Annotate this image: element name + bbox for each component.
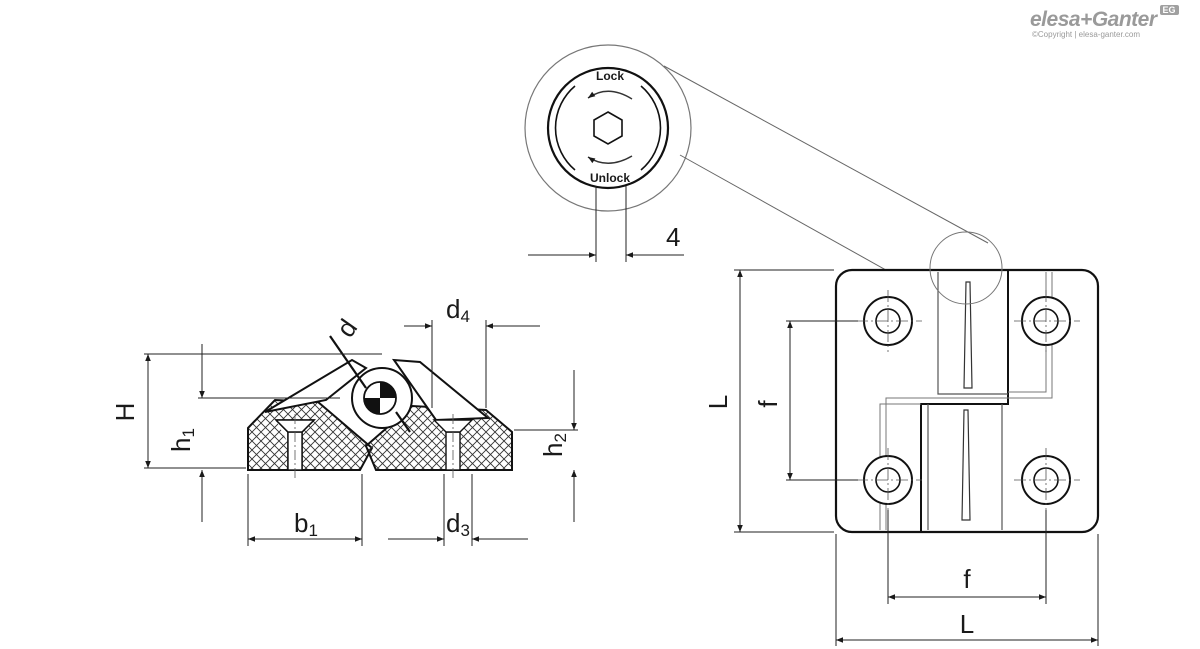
- detail-outer-circle: [524, 44, 692, 212]
- dimension-L-vertical-label: L: [703, 395, 733, 409]
- diameter-leader: [329, 335, 367, 389]
- dimension-d4-label: d: [446, 294, 460, 324]
- svg-text:d3: d3: [446, 508, 470, 540]
- lock-rotate-arrow-icon: [587, 90, 633, 100]
- brand-badge: EG: [1159, 5, 1179, 15]
- side-section-view: d H h1 h2 b1 d3 d4: [110, 294, 578, 546]
- knuckle-slot: [963, 281, 973, 389]
- dimension-h1-subscript: 1: [179, 428, 198, 437]
- copyright-text: ©Copyright | elesa-ganter.com: [1032, 30, 1141, 39]
- dimension-4-label: 4: [666, 222, 680, 252]
- svg-text:d4: d4: [446, 294, 470, 326]
- hinge-parting-line: [920, 270, 1009, 532]
- detail-slot-right: [640, 85, 662, 171]
- hex-socket-icon: [593, 111, 623, 145]
- diameter-leader: [395, 411, 411, 433]
- hinge-leaf-inner-edge: [937, 272, 1008, 395]
- dimension-h2-label: h: [538, 443, 568, 457]
- left-wing: [264, 358, 368, 413]
- dimension-d3-label: d: [446, 508, 460, 538]
- right-wing: [391, 358, 491, 422]
- dimension-h1-label: h: [166, 438, 196, 452]
- hinge-leaf-inner-edge: [927, 404, 1003, 530]
- detail-leader-line: [663, 65, 989, 244]
- dimension-d-label: d: [330, 314, 363, 343]
- unlock-rotate-arrow-icon: [587, 155, 633, 164]
- svg-text:b1: b1: [294, 508, 318, 540]
- hinge-pin-quadrant: [364, 398, 380, 414]
- front-view: L f f L: [703, 231, 1100, 646]
- svg-text:h1: h1: [166, 428, 198, 452]
- unlock-label: Unlock: [590, 171, 630, 185]
- lock-detail-view: Lock Unlock 4: [524, 44, 692, 262]
- detail-reference-circle: [929, 231, 1003, 305]
- hinge-pin-quadrant: [380, 382, 396, 398]
- dimension-H-label: H: [110, 403, 140, 422]
- dimension-f-vertical-label: f: [753, 400, 783, 408]
- detail-screw-head: [546, 66, 670, 190]
- dimension-b1-subscript: 1: [308, 521, 317, 540]
- dimension-L-horizontal-label: L: [960, 609, 974, 639]
- hole-countersink-right: [432, 419, 474, 433]
- dimension-b1-label: b: [294, 508, 308, 538]
- detail-slot-left: [554, 85, 576, 171]
- center-lines: [856, 290, 1080, 512]
- lock-label: Lock: [596, 69, 624, 83]
- hole-countersink-left: [274, 419, 316, 433]
- dimension-f-horizontal-label: f: [963, 564, 971, 594]
- knuckle-slot: [961, 409, 971, 521]
- svg-text:h2: h2: [538, 433, 570, 457]
- dimension-h2-subscript: 2: [551, 433, 570, 442]
- dimension-d3-subscript: 3: [460, 521, 469, 540]
- dimension-d4-subscript: 4: [460, 307, 469, 326]
- brand-name: elesa+Ganter: [1030, 8, 1157, 31]
